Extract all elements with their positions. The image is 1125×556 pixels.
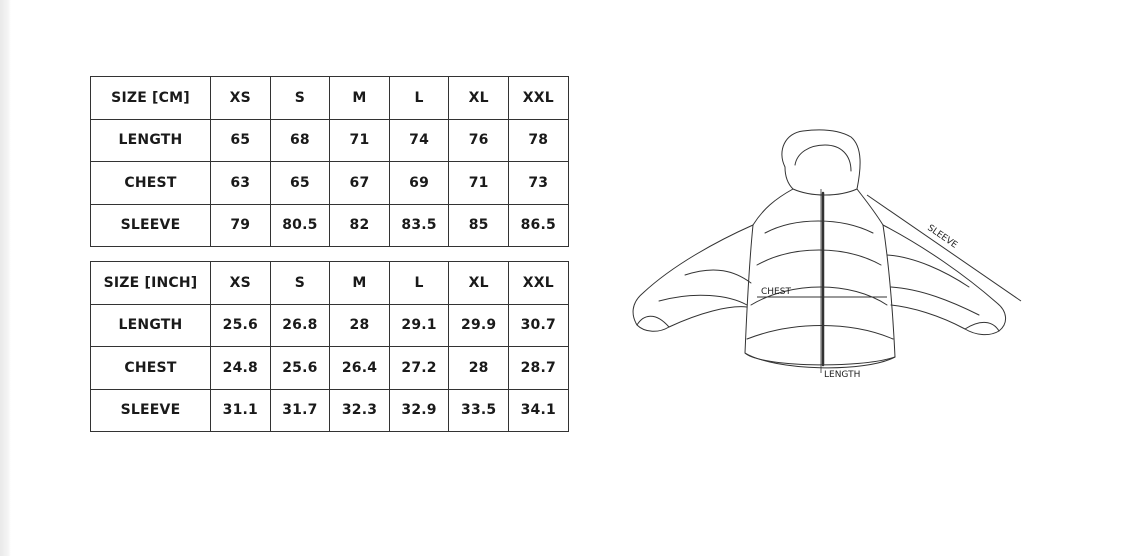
table-cell: 78 — [507, 118, 569, 162]
table-cell: 34.1 — [507, 388, 569, 432]
table-cell: 25.6 — [269, 346, 331, 390]
sleeve-measure-line — [866, 194, 1022, 302]
table-cell: 30.7 — [507, 303, 569, 347]
row-label: CHEST — [90, 161, 211, 205]
table-cell: 28.7 — [507, 346, 569, 390]
table-header-cell: M — [329, 261, 390, 305]
table-cell: 74 — [388, 118, 450, 162]
table-row: LENGTH 65 68 71 74 76 78 — [90, 118, 569, 162]
table-cell: 69 — [388, 161, 450, 205]
table-cell: 26.4 — [329, 346, 390, 390]
table-cell: 31.7 — [269, 388, 331, 432]
table-cell: 31.1 — [210, 388, 271, 432]
size-table-cm: SIZE [CM] XS S M L XL XXL LENGTH 65 68 7… — [90, 76, 569, 247]
table-row: CHEST 63 65 67 69 71 73 — [90, 161, 569, 205]
table-header-row: SIZE [INCH] XS S M L XL XXL — [90, 261, 569, 305]
table-cell: 82 — [329, 203, 390, 247]
jacket-left-sleeve — [632, 224, 754, 332]
table-cell: 67 — [329, 161, 390, 205]
row-label: CHEST — [90, 346, 211, 390]
table-header-row: SIZE [CM] XS S M L XL XXL — [90, 76, 569, 120]
jacket-measurement-diagram: CHEST LENGTH SLEEVE — [625, 125, 1025, 385]
page-edge-shadow — [0, 0, 11, 556]
table-header-cell: S — [269, 261, 331, 305]
table-cell: 85 — [448, 203, 509, 247]
table-cell: 25.6 — [210, 303, 271, 347]
table-cell: 79 — [210, 203, 271, 247]
table-cell: 29.1 — [388, 303, 450, 347]
size-table-inch: SIZE [INCH] XS S M L XL XXL LENGTH 25.6 … — [90, 261, 569, 432]
table-header-cell: XL — [448, 261, 509, 305]
table-cell: 86.5 — [507, 203, 569, 247]
row-label: LENGTH — [90, 118, 211, 162]
table-cell: 73 — [507, 161, 569, 205]
table-row: SLEEVE 79 80.5 82 83.5 85 86.5 — [90, 203, 569, 247]
jacket-right-cuff — [964, 322, 1000, 332]
table-cell: 80.5 — [269, 203, 331, 247]
table-cell: 65 — [269, 161, 331, 205]
table-cell: 28 — [329, 303, 390, 347]
table-cell: 71 — [329, 118, 390, 162]
table-header-cell: S — [269, 76, 331, 120]
table-cell: 71 — [448, 161, 509, 205]
table-header-cell: XXL — [507, 76, 569, 120]
jacket-hood — [781, 129, 861, 196]
table-row: SLEEVE 31.1 31.7 32.3 32.9 33.5 34.1 — [90, 388, 569, 432]
table-cell: 33.5 — [448, 388, 509, 432]
table-cell: 63 — [210, 161, 271, 205]
table-cell: 24.8 — [210, 346, 271, 390]
row-label: SLEEVE — [90, 388, 211, 432]
table-row: LENGTH 25.6 26.8 28 29.1 29.9 30.7 — [90, 303, 569, 347]
table-header-cell: XS — [210, 261, 271, 305]
table-cell: 83.5 — [388, 203, 450, 247]
table-cell: 32.3 — [329, 388, 390, 432]
length-label: LENGTH — [824, 370, 860, 380]
table-header-cell: L — [388, 76, 450, 120]
table-cell: 26.8 — [269, 303, 331, 347]
table-header-cell: L — [388, 261, 450, 305]
table-cell: 76 — [448, 118, 509, 162]
table-cell: 29.9 — [448, 303, 509, 347]
table-header-cell: XS — [210, 76, 271, 120]
table-header-cell: SIZE [CM] — [90, 76, 211, 120]
table-header-cell: XXL — [507, 261, 569, 305]
table-cell: 68 — [269, 118, 331, 162]
jacket-hood-inner — [794, 144, 852, 172]
table-header-cell: SIZE [INCH] — [90, 261, 211, 305]
table-row: CHEST 24.8 25.6 26.4 27.2 28 28.7 — [90, 346, 569, 390]
jacket-right-sleeve — [882, 224, 1006, 336]
row-label: LENGTH — [90, 303, 211, 347]
table-cell: 27.2 — [388, 346, 450, 390]
jacket-left-cuff — [636, 315, 670, 328]
row-label: SLEEVE — [90, 203, 211, 247]
chest-label: CHEST — [761, 287, 791, 297]
jacket-illustration: CHEST LENGTH SLEEVE — [632, 129, 1022, 380]
table-cell: 65 — [210, 118, 271, 162]
jacket-body — [744, 188, 896, 366]
table-header-cell: XL — [448, 76, 509, 120]
table-cell: 28 — [448, 346, 509, 390]
table-cell: 32.9 — [388, 388, 450, 432]
table-header-cell: M — [329, 76, 390, 120]
jacket-hem — [744, 352, 896, 369]
